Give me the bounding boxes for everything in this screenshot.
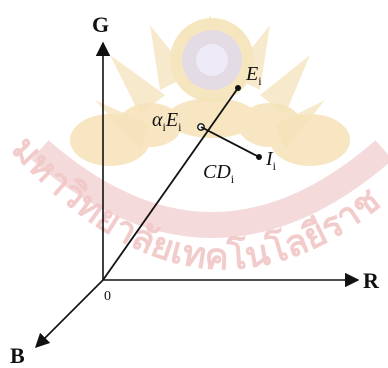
e-point-label: Ei (245, 63, 262, 88)
b-axis (34, 279, 104, 349)
r-axis-label: R (363, 268, 380, 293)
cd-label: CDi (203, 161, 235, 186)
university-seal-watermark (31, 15, 388, 238)
g-axis-label: G (92, 12, 109, 37)
e-point (235, 85, 241, 91)
i-point-label: Ii (265, 148, 277, 173)
origin-label: 0 (104, 289, 111, 304)
b-axis-label: B (10, 343, 25, 368)
i-point (256, 154, 262, 160)
cd-segment (200, 126, 260, 158)
projection-point-label: αiEi (152, 109, 182, 134)
achromatic-line (102, 87, 239, 281)
